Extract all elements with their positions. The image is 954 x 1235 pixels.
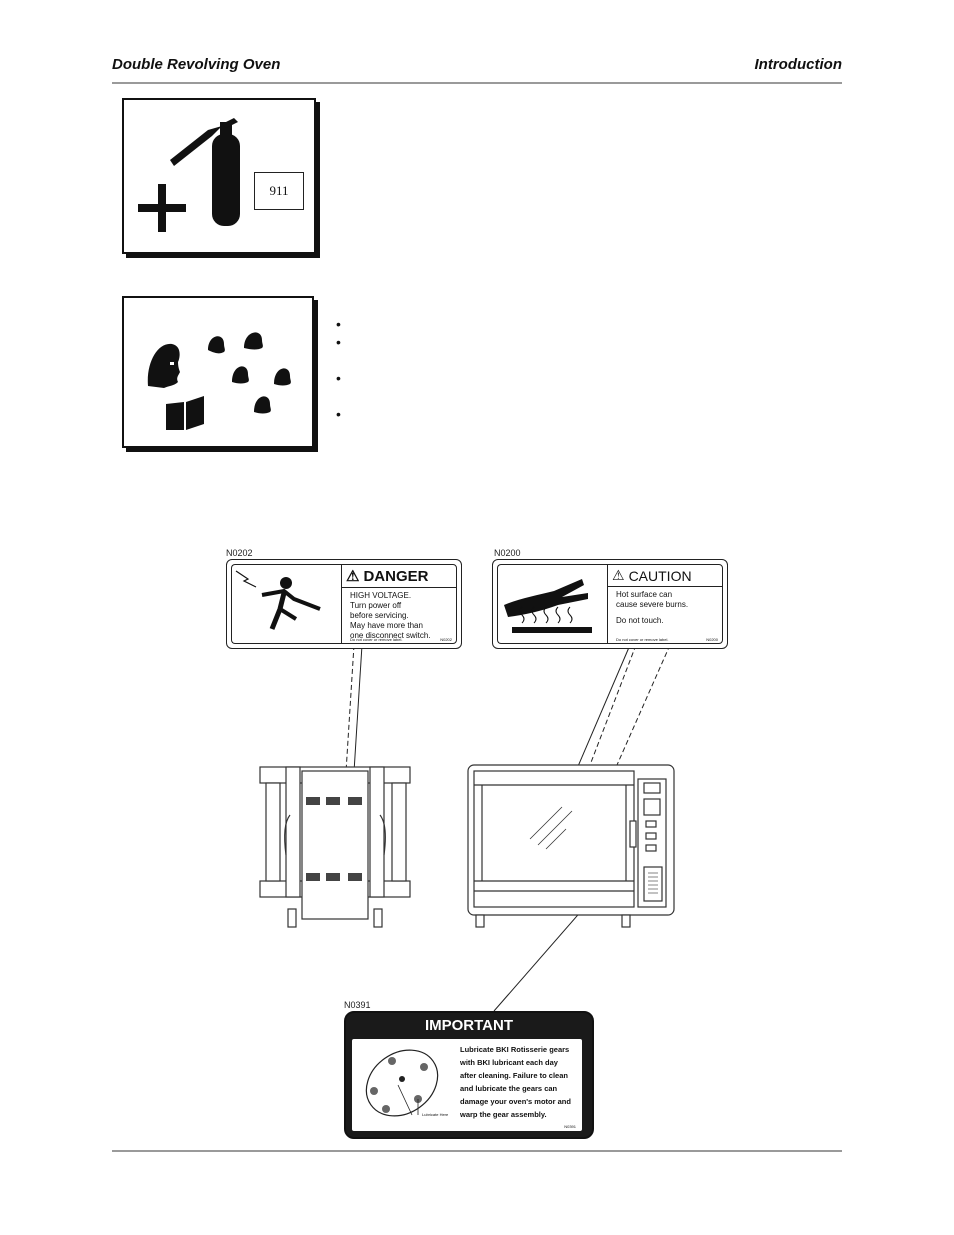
trainee-head-icon (208, 332, 291, 414)
footer-divider (112, 1150, 842, 1152)
caution-label-code: N0200 (494, 548, 521, 558)
oven-line-drawing (259, 644, 675, 1012)
running-header-section: Introduction (754, 56, 842, 73)
manual-book-icon (166, 396, 204, 430)
lubricate-here-callout: Lubricate Here (422, 1112, 449, 1117)
caution-fine-print: Do not cover or remove label. (616, 637, 669, 642)
trainer-head-icon (147, 343, 180, 388)
caution-fine-code: N0200 (706, 637, 718, 642)
caution-line: Do not touch. (616, 616, 664, 625)
danger-fine-code: N0202 (440, 637, 452, 642)
oven-front-view (467, 764, 675, 928)
danger-label-text: ⚠ DANGER HIGH VOLTAGE. Turn power off be… (341, 564, 457, 644)
danger-label-code: N0202 (226, 548, 253, 558)
header-divider (112, 82, 842, 84)
emergency-number-box: 911 (254, 172, 304, 210)
important-label-title: IMPORTANT (424, 1017, 514, 1034)
hot-surface-pictogram (497, 564, 608, 644)
important-line: Lubricate BKI Rotisserie gears (460, 1045, 570, 1054)
important-line: with BKI lubricant each day (460, 1058, 558, 1067)
fire-extinguisher-icon (170, 118, 240, 226)
bullet-item (336, 334, 344, 350)
warning-triangle-icon: ⚠ (346, 568, 360, 585)
danger-line: Turn power off (350, 601, 402, 610)
caution-label: ⚠ CAUTION Hot surface can cause severe b… (492, 559, 728, 649)
important-label: IMPORTANT Lubricate Here Lubricate BKI R… (344, 1011, 594, 1139)
front-grille (648, 872, 658, 894)
bullet-item (336, 316, 344, 332)
important-label-code: N0391 (344, 1000, 371, 1010)
bullet-item (336, 406, 344, 422)
emergency-pictogram (138, 118, 240, 232)
rear-vents (306, 797, 362, 881)
oven-rear-view (259, 766, 411, 928)
first-aid-plus-icon (138, 184, 186, 232)
danger-label: ⚠ DANGER HIGH VOLTAGE. Turn power off be… (226, 559, 462, 649)
emergency-pictogram-panel: 911 (122, 98, 316, 254)
label-location-figure: N0202 ⚠ DANGER HIGH VOLTAGE. Turn power … (220, 545, 740, 1140)
danger-line: one disconnect switch. (350, 631, 431, 640)
bullet-item (336, 370, 344, 386)
danger-line: before servicing. (350, 611, 409, 620)
warning-triangle-icon: ⚠ (612, 567, 625, 583)
electric-shock-icon (235, 570, 321, 630)
danger-line: May have more than (350, 621, 423, 630)
training-pictogram (147, 332, 291, 430)
danger-line: HIGH VOLTAGE. (350, 591, 412, 600)
caution-line: Hot surface can (616, 590, 673, 599)
training-pictogram-panel (122, 296, 314, 448)
important-line: damage your oven's motor and (460, 1097, 571, 1106)
electrocution-pictogram (231, 564, 342, 644)
hot-hand-icon (504, 579, 592, 633)
important-line: warp the gear assembly. (460, 1110, 547, 1119)
danger-label-title: DANGER (363, 567, 429, 585)
caution-label-title: CAUTION (628, 567, 692, 584)
important-line: and lubricate the gears can (460, 1084, 558, 1093)
important-line: after cleaning. Failure to clean (460, 1071, 568, 1080)
danger-fine-print: Do not cover or remove label. (350, 637, 403, 642)
caution-line: cause severe burns. (616, 600, 689, 609)
important-fine-code: N0391 (564, 1124, 576, 1129)
gear-plate-icon (365, 1049, 439, 1117)
running-header-title: Double Revolving Oven (112, 56, 281, 73)
caution-label-text: ⚠ CAUTION Hot surface can cause severe b… (607, 564, 723, 644)
